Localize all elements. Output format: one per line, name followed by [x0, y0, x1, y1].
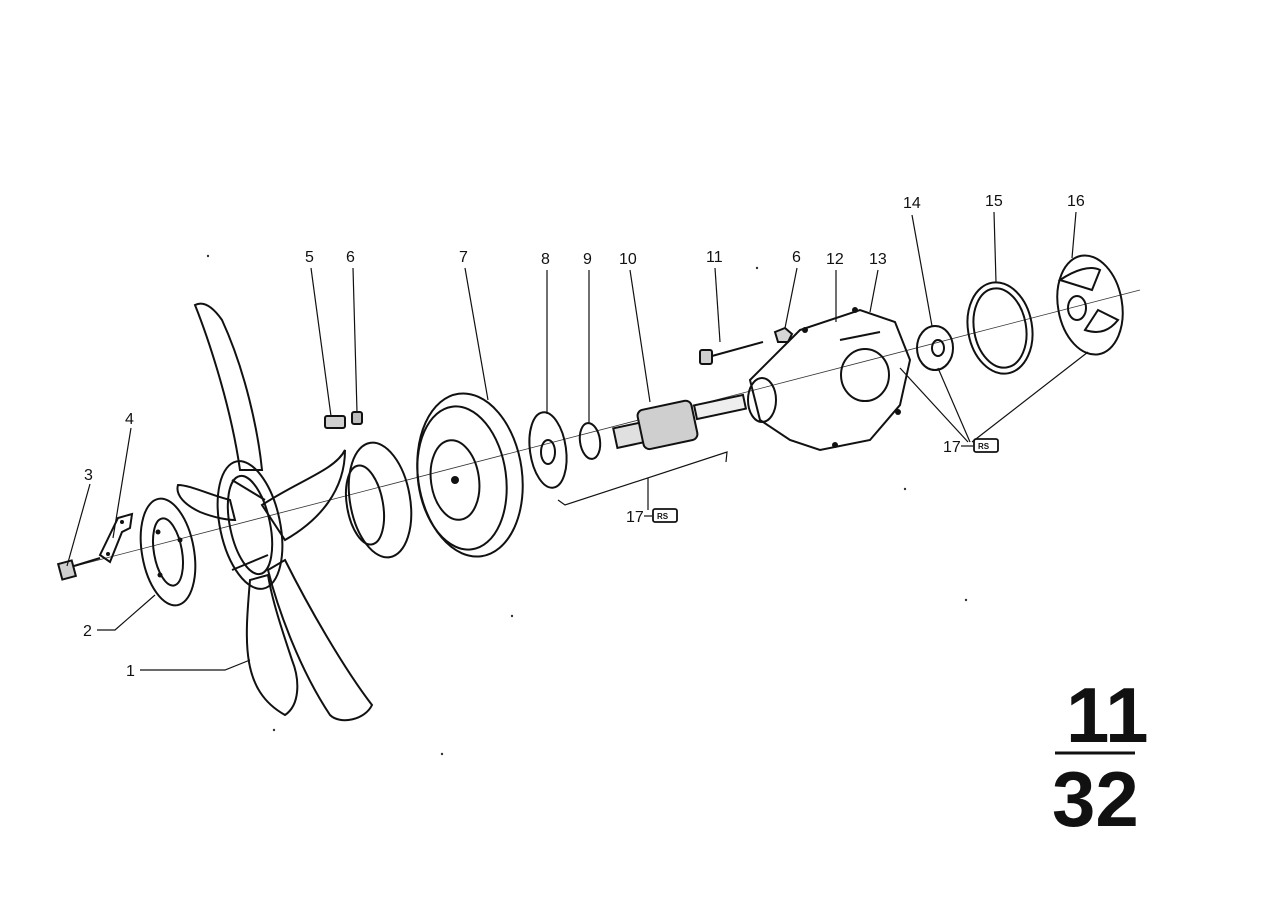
kit-lower-box	[652, 508, 678, 523]
circlip	[578, 422, 602, 460]
kit-upper-code: RS	[978, 442, 990, 451]
lock-plate	[98, 512, 134, 564]
impeller	[1056, 254, 1124, 356]
kit-callout-upper: 17 RS	[943, 438, 999, 456]
label-15: 15	[985, 193, 1003, 210]
label-14: 14	[903, 195, 921, 212]
kit-lower-number: 17	[626, 509, 644, 526]
fan	[176, 302, 374, 722]
label-6-right: 6	[792, 249, 801, 266]
label-3: 3	[84, 467, 93, 484]
pulley	[416, 392, 524, 558]
gasket-ring	[966, 281, 1034, 375]
label-5: 5	[305, 249, 314, 266]
kit-upper-box	[973, 438, 999, 453]
small-bolt	[324, 415, 346, 429]
label-6-left: 6	[346, 249, 355, 266]
pump-housing	[747, 307, 912, 452]
spring-washer	[351, 411, 363, 425]
label-11: 11	[706, 249, 723, 266]
leader-lines	[66, 211, 1089, 671]
sub-group-number: 32	[1052, 755, 1139, 843]
kit-lower-code: RS	[657, 512, 669, 521]
group-number: 11 32	[1052, 671, 1148, 843]
label-10: 10	[619, 251, 637, 268]
kit-upper-number: 17	[943, 439, 961, 456]
part-labels: 1 2 3 4 5 6 7 8 9 10 11 6 12 13 14 15 16	[83, 193, 1085, 680]
label-2: 2	[83, 623, 92, 640]
label-7: 7	[459, 249, 468, 266]
washer	[773, 326, 794, 343]
label-8: 8	[541, 251, 550, 268]
fan-clutch-hub	[344, 441, 413, 559]
label-9: 9	[583, 251, 592, 268]
flange	[528, 411, 568, 489]
long-bolt	[699, 341, 764, 365]
axis-line	[59, 289, 1141, 571]
label-12: 12	[826, 251, 844, 268]
label-16: 16	[1067, 193, 1085, 210]
kit-callout-lower: 17 RS	[626, 508, 678, 526]
slide-ring-seal	[916, 325, 954, 371]
label-4: 4	[125, 411, 134, 428]
label-1: 1	[126, 663, 135, 680]
scan-specks	[206, 254, 968, 756]
label-13: 13	[869, 251, 887, 268]
hub-plate	[139, 497, 197, 607]
bearing-shaft	[612, 393, 748, 451]
hex-bolt	[56, 557, 101, 581]
main-group-number: 11	[1066, 671, 1148, 759]
